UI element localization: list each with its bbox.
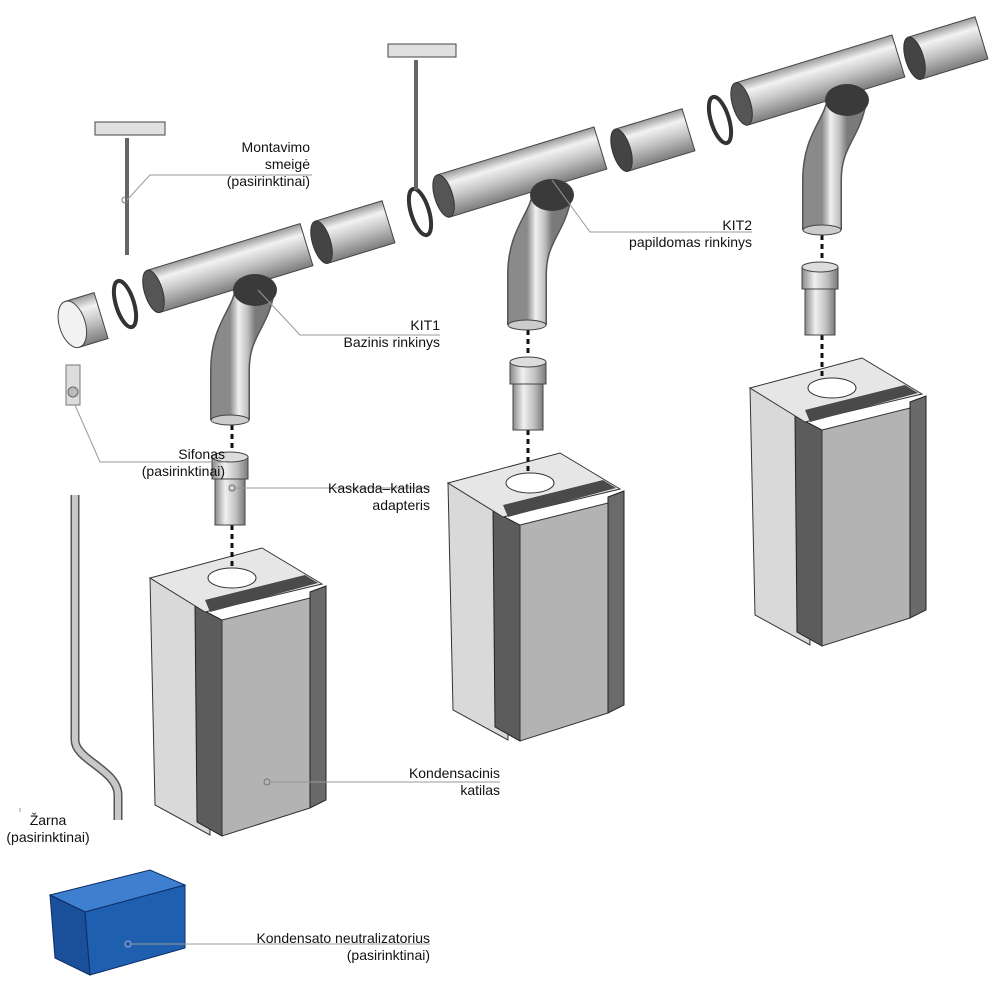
label-boiler: Kondensacinis katilas — [408, 765, 500, 798]
label-kit1: KIT1 Bazinis rinkinys — [343, 317, 440, 350]
label-hose: Žarna (pasirinktinai) — [6, 812, 90, 845]
adapter-3 — [801, 261, 839, 336]
boiler-2 — [447, 452, 625, 742]
mounting-rod-2 — [387, 43, 457, 190]
adapter-2 — [509, 356, 547, 431]
boiler-3 — [749, 357, 927, 647]
flue-pipe-run — [57, 16, 989, 349]
hose — [70, 495, 123, 820]
elbow-2 — [508, 179, 574, 330]
label-mounting-rod: Montavimo smeigė (pasirinktinai) — [226, 139, 310, 189]
mounting-rod-1 — [94, 121, 166, 255]
elbow-1 — [211, 274, 277, 425]
label-adapter: Kaskada–katilas adapteris — [328, 480, 430, 513]
label-neutralizer: Kondensato neutralizatorius (pasirinktin… — [256, 930, 430, 963]
siphon — [65, 364, 81, 406]
connection-dashes — [230, 235, 824, 568]
label-kit2: KIT2 papildomas rinkinys — [629, 217, 752, 250]
leader-lines — [19, 174, 752, 945]
label-siphon: Sifonas (pasirinktinai) — [141, 446, 225, 479]
boiler-1 — [149, 547, 327, 837]
elbow-3 — [803, 84, 869, 235]
neutralizer-box — [48, 869, 187, 976]
